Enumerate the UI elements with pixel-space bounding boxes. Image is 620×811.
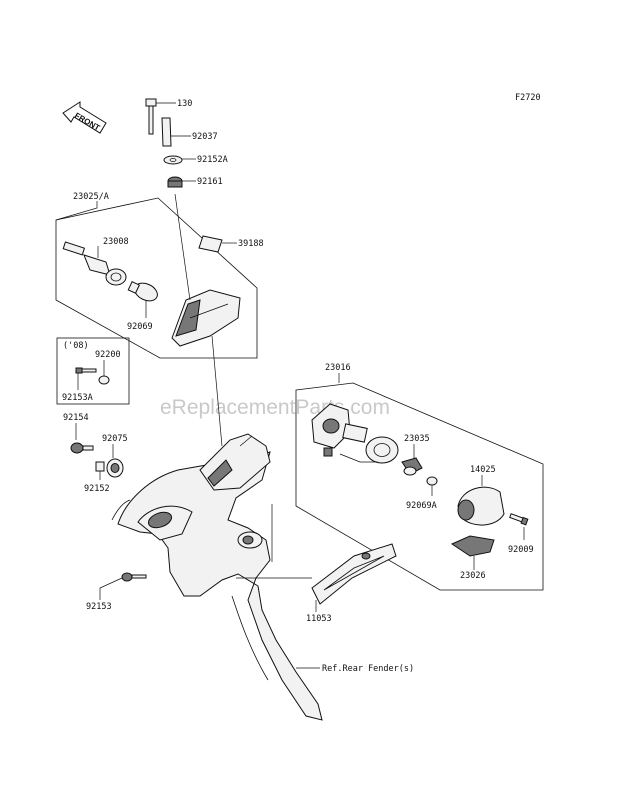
label-92075: 92075 (102, 434, 128, 444)
screw-92153A (75, 367, 97, 374)
label-92152A: 92152A (197, 155, 228, 165)
bolt-130 (145, 98, 157, 135)
damper-92075 (106, 458, 124, 478)
plate-bracket-11053 (311, 543, 397, 605)
bulb-92069 (127, 281, 158, 302)
label-92009: 92009 (508, 545, 534, 555)
watermark: eReplacementParts.com (160, 396, 390, 419)
pad-39188 (198, 235, 223, 253)
washer-92200 (98, 375, 110, 385)
label-92037: 92037 (192, 132, 218, 142)
tail-light-box (55, 197, 258, 359)
screw-92153 (121, 572, 147, 582)
cover-14025 (457, 486, 505, 526)
label-92153A: 92153A (62, 393, 93, 403)
label-92152: 92152 (84, 484, 110, 494)
license-bracket (311, 403, 368, 457)
rear-fender (111, 433, 323, 721)
label-23025A: 23025/A (73, 192, 109, 202)
screw-92009 (509, 513, 529, 526)
collar-92037 (161, 117, 172, 147)
collar-92152 (95, 461, 105, 472)
year-08-box (56, 337, 130, 405)
label-14025: 14025 (470, 465, 496, 475)
label-92200: 92200 (95, 350, 121, 360)
bolt-92154 (70, 442, 94, 454)
bulb-92069A (426, 476, 438, 486)
label-92069A: 92069A (406, 501, 437, 511)
front-arrow-icon: FRONT (62, 101, 107, 134)
label-92069: 92069 (127, 322, 153, 332)
grommet-92161 (167, 176, 183, 188)
label-39188: 39188 (238, 239, 264, 249)
label-23035: 23035 (404, 434, 430, 444)
socket-23008 (62, 241, 127, 286)
label-92154: 92154 (63, 413, 89, 423)
label-11053: 11053 (306, 614, 332, 624)
diagram-id: F2720 (515, 93, 541, 103)
ref-rear-fender-note: Ref.Rear Fender(s) (322, 664, 414, 674)
license-socket (339, 436, 399, 464)
label-92153: 92153 (86, 602, 112, 612)
label-130: 130 (177, 99, 192, 109)
license-light-box (295, 382, 544, 591)
tail-lens-housing (171, 289, 241, 347)
clip-23035 (401, 457, 423, 476)
label-23008: 23008 (103, 237, 129, 247)
label-92161: 92161 (197, 177, 223, 187)
label-23026: 23026 (460, 571, 486, 581)
lens-23026 (450, 535, 495, 557)
label-23016: 23016 (325, 363, 351, 373)
washer-92152A (163, 155, 183, 165)
label-year-08: ('08) (63, 341, 89, 351)
